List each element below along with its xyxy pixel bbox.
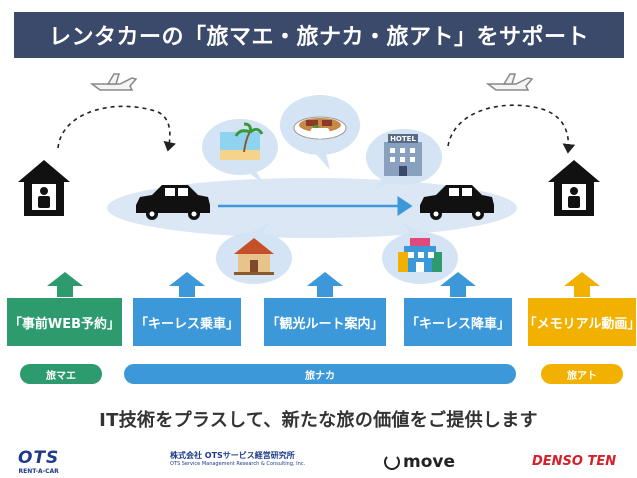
ots-research-sub: OTS Service Management Research & Consul… [170,461,306,467]
hotel-icon: HOTEL [366,129,442,190]
denso-logo-text: DENSO TEN [532,454,617,469]
travel-scene: HOTEL [18,73,600,284]
ots-logo-sub: RENT-A-CAR [18,468,59,475]
house-icon [18,160,70,216]
car-icon [420,185,494,220]
up-arrow [46,272,83,297]
up-arrow [440,272,476,297]
temple-icon [216,222,292,284]
up-arrow-shape [46,272,83,297]
step-box: 「キーレス乗車」 [133,298,241,346]
step-label: 「観光ルート案内」 [266,316,384,332]
hotel-sign: HOTEL [390,135,416,143]
ots-rentacar-logo: OTS RENT-A-CAR [18,448,59,475]
road-ellipse [107,178,517,238]
step-box: 「キーレス降車」 [404,298,512,346]
phase-label: 旅マエ [46,370,76,382]
up-arrow [169,272,205,297]
denso-ten-logo: DENSO TEN [532,454,616,469]
ots-research-logo: 株式会社 OTSサービス経営研究所 OTS Service Management… [170,450,305,467]
up-arrow-shape [440,272,476,297]
phase-pill: 旅アト [541,364,623,384]
move-logo: move [384,452,455,472]
dashed-arrow [57,105,176,152]
step-box: 「事前WEB予約」 [7,298,122,346]
dashed-arrow [447,104,576,154]
shopping-mall-icon [382,222,458,284]
ots-logo-text: OTS [18,448,60,468]
airplane-icon [485,73,534,91]
phase-pill: 旅マエ [20,364,102,384]
step-label: 「キーレス乗車」 [134,316,239,332]
step-label: 「事前WEB予約」 [8,316,121,332]
title-banner: レンタカーの「旅マエ・旅ナカ・旅アト」をサポート [14,12,624,58]
food-icon [280,95,360,170]
up-arrow [307,272,343,297]
house-icon [548,160,600,216]
ots-research-name: 株式会社 OTSサービス経営研究所 [170,451,295,460]
up-arrow-shape [169,272,205,297]
step-box: 「観光ルート案内」 [264,298,386,346]
phase-label: 旅ナカ [305,370,335,382]
step-label: 「キーレス降車」 [405,316,510,332]
airplane-icon [89,73,138,91]
beach-icon [202,119,278,185]
up-arrow-shape [564,272,600,297]
phase-pill: 旅ナカ [124,364,516,384]
step-box: 「メモリアル動画」 [524,298,637,346]
up-arrow [564,272,600,297]
step-label: 「メモリアル動画」 [523,316,637,332]
power-icon [384,454,400,470]
phase-label: 旅アト [567,370,597,382]
move-logo-text: move [403,452,456,472]
up-arrow-shape [307,272,343,297]
tagline: IT技術をプラスして、新たな旅の価値をご提供します [99,410,538,431]
car-icon [136,185,210,220]
page-title: レンタカーの「旅マエ・旅ナカ・旅アト」をサポート [48,25,589,50]
